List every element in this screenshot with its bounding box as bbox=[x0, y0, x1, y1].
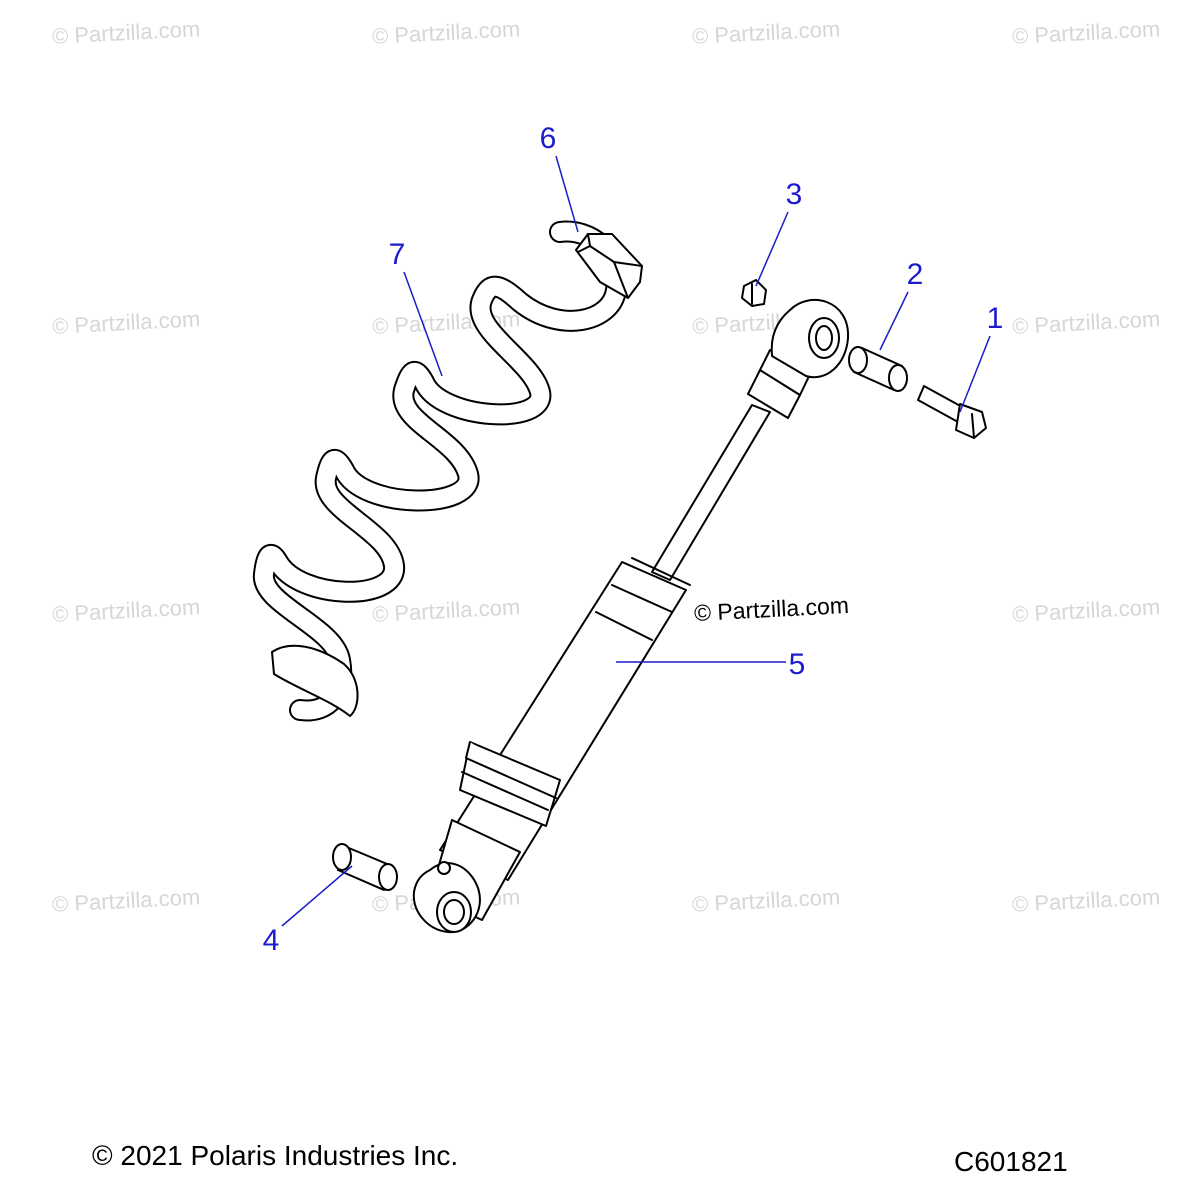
callout-2[interactable]: 2 bbox=[906, 258, 924, 291]
callout-6[interactable]: 6 bbox=[539, 122, 557, 155]
bushing-upper bbox=[848, 346, 908, 392]
spring-retainer bbox=[575, 233, 643, 299]
leader-line-2 bbox=[879, 291, 909, 351]
shock-absorber bbox=[412, 298, 850, 934]
leader-line-6 bbox=[555, 155, 579, 233]
copyright-notice: © 2021 Polaris Industries Inc. bbox=[92, 1140, 459, 1171]
leader-line-7 bbox=[403, 271, 443, 377]
bolt bbox=[917, 385, 987, 439]
leader-line-3 bbox=[755, 211, 789, 287]
callout-7[interactable]: 7 bbox=[388, 238, 406, 271]
nut bbox=[741, 279, 767, 307]
callout-1[interactable]: 1 bbox=[986, 302, 1004, 335]
diagram-code: C601821 bbox=[954, 1146, 1068, 1177]
leader-line-4 bbox=[281, 865, 353, 927]
callout-3[interactable]: 3 bbox=[785, 178, 803, 211]
callout-5[interactable]: 5 bbox=[788, 648, 806, 681]
bushing-lower bbox=[332, 843, 398, 891]
callout-4[interactable]: 4 bbox=[262, 924, 280, 957]
leader-line-1 bbox=[959, 335, 991, 413]
coil-spring bbox=[253, 220, 628, 722]
